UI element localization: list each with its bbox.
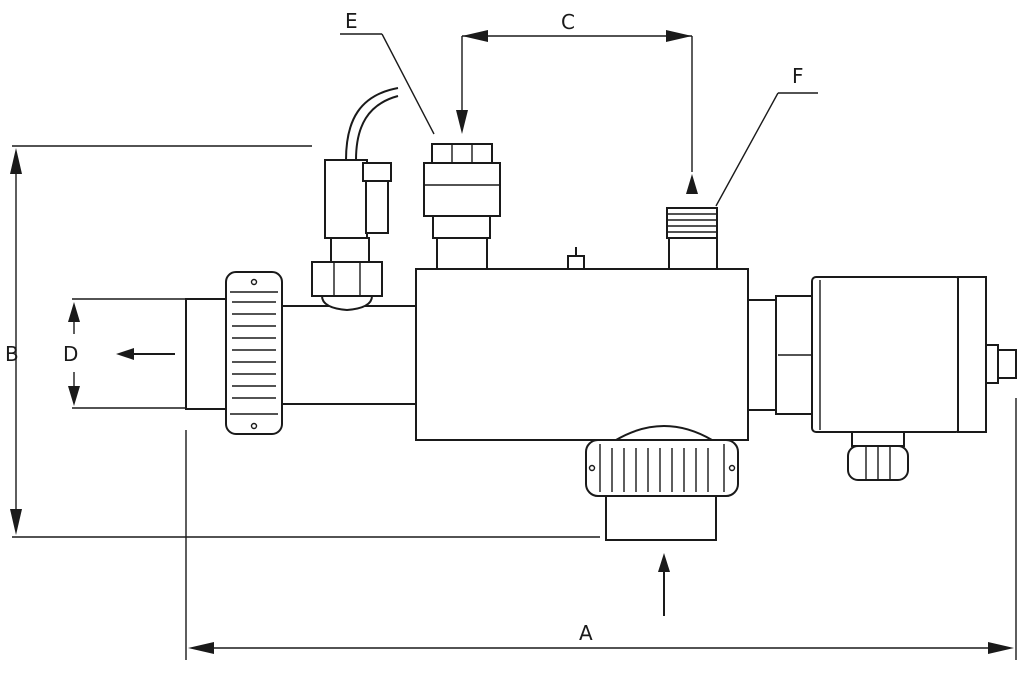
bottom-outlet	[585, 425, 739, 541]
label-b: B	[5, 342, 19, 366]
inlet-pipe	[185, 298, 418, 410]
leader-f	[715, 92, 818, 207]
dimension-b	[10, 145, 600, 538]
lamp-housing	[747, 276, 1017, 481]
label-c: C	[561, 10, 575, 34]
left-union-nut	[225, 271, 283, 435]
top-fitting-f	[666, 207, 718, 270]
label-a: A	[579, 621, 593, 645]
dimension-a	[185, 398, 1017, 660]
dimension-c	[456, 30, 698, 194]
label-d: D	[63, 342, 78, 366]
dimension-d	[68, 298, 186, 409]
top-fitting-e	[423, 143, 501, 270]
outlet-flow-arrow	[658, 553, 670, 616]
main-body	[415, 268, 749, 441]
label-f: F	[792, 64, 804, 88]
label-e: E	[345, 9, 358, 33]
leader-e	[340, 33, 435, 135]
inlet-flow-arrow	[116, 348, 175, 360]
air-vent	[567, 247, 585, 270]
pressure-switch	[311, 87, 399, 312]
